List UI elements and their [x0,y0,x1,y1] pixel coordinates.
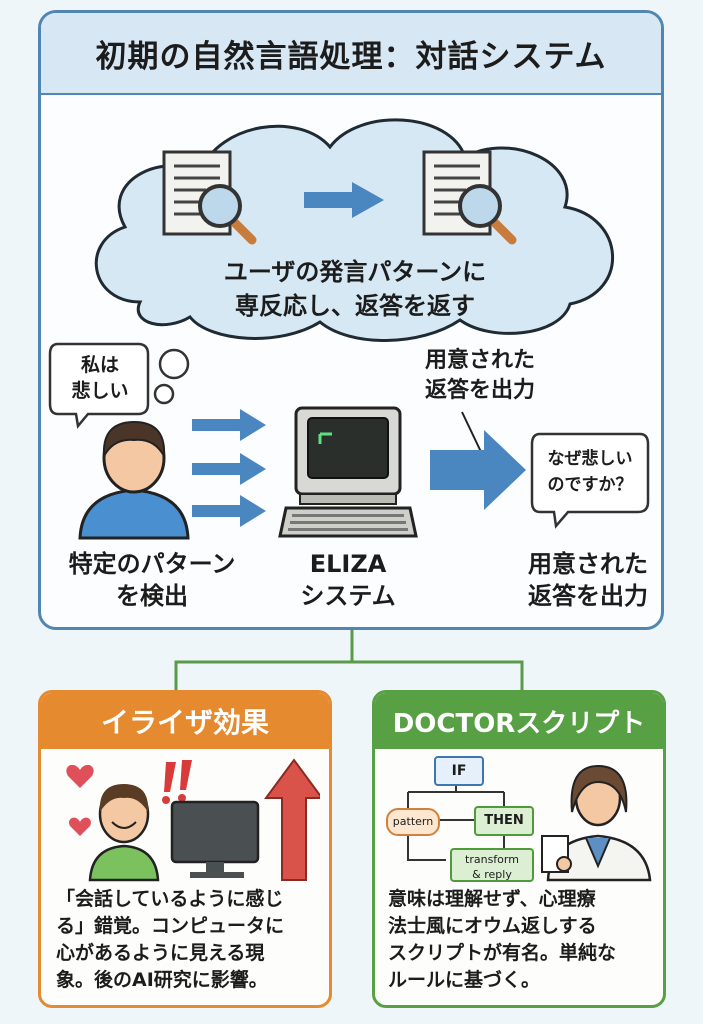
output-label: 用意された 返答を出力 [508,548,668,612]
doctor-script-line: スクリプトが有名。単純な [388,942,617,964]
flow-pattern-node: pattern [386,808,440,836]
prepared-top-line1: 用意された [424,348,535,373]
eliza-effect-line: 心があるように見える現 [56,942,265,964]
flow-transform-line1: transform [465,853,519,866]
prepared-reply-caption: 用意された 返答を出力 [400,346,560,406]
doctor-script-heading: DOCTORスクリプト [375,693,663,749]
reply-speech-bubble [530,432,650,529]
eliza-line1: ELIZA [309,550,387,578]
output-arrow [430,430,526,510]
eliza-effect-line: 「会話しているように感じ [56,888,284,910]
eliza-effect-line: る」錯覚。コンピュータに [56,915,285,937]
cloud-caption-line1: ユーザの発言パターンに [223,258,487,286]
page-title: 初期の自然言語処理：対話システム [41,13,661,95]
doctor-script-line: ルールに基づく。 [388,969,541,991]
doctor-script-line: 法士風にオウム返しする [388,915,597,937]
eliza-effect-heading: イライザ効果 [41,693,329,749]
detect-line2: を検出 [116,582,188,610]
eliza-effect-illustration [66,758,320,882]
flow-if-node: IF [434,756,484,786]
cloud-caption: ユーザの発言パターンに 専反応し、返答を返す [110,255,600,323]
output-line1: 用意された [528,550,648,578]
prepared-top-line2: 返答を出力 [424,378,535,403]
user-speech-line1: 私は [80,354,119,376]
reply-speech-text: なぜ悲しい のですか？ [532,446,648,498]
doctor-script-text: 意味は理解せず、心理療 法士風にオウム返しする スクリプトが有名。単純な ルール… [388,886,658,994]
user-speech-bubble [48,342,190,429]
input-arrows [192,409,266,527]
therapist-avatar [541,764,652,882]
flow-then-node: THEN [474,806,534,836]
reply-line1: なぜ悲しい [547,449,633,469]
callout-line [461,411,483,455]
process-arrow-icon [304,182,384,218]
cloud-caption-line2: 専反応し、返答を返す [235,292,475,320]
flow-transform-line2: & reply [472,868,512,881]
computer-icon [278,406,418,538]
detect-line1: 特定のパターン [68,550,236,578]
flow-transform-node: transform & reply [450,848,534,882]
user-speech-line2: 悲しい [71,380,129,402]
document-search-icon [162,150,257,245]
eliza-line2: システム [300,582,396,610]
detect-label: 特定のパターン を検出 [52,548,252,612]
user-avatar [78,420,190,540]
reply-line2: のですか？ [547,475,633,495]
eliza-label: ELIZA システム [268,548,428,612]
output-line2: 返答を出力 [528,582,648,610]
eliza-effect-text: 「会話しているように感じ る」錯覚。コンピュータに 心があるように見える現 象。… [56,886,326,994]
document-search-icon [422,150,517,245]
user-speech-text: 私は 悲しい [50,352,150,404]
doctor-script-line: 意味は理解せず、心理療 [388,888,596,910]
eliza-effect-line: 象。後のAI研究に影響。 [56,969,268,991]
